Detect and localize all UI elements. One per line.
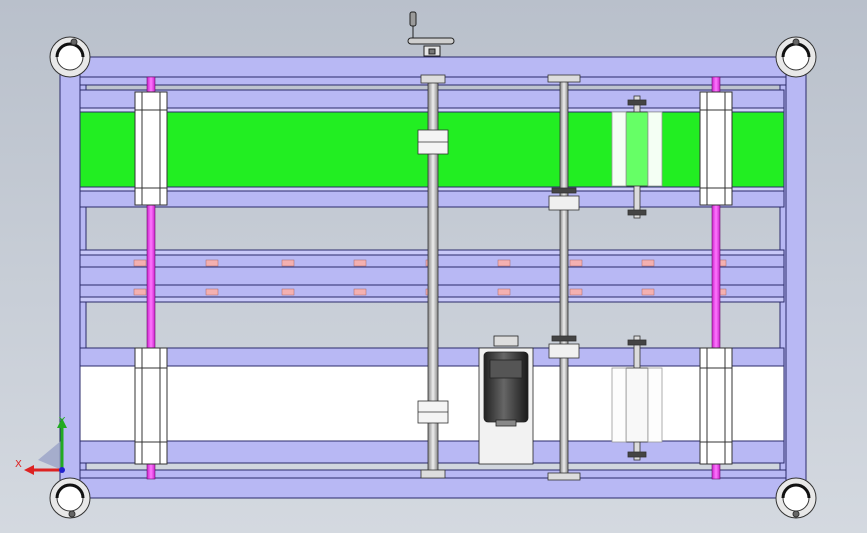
lead-screw bbox=[417, 74, 449, 479]
second-screw-nut-lower bbox=[548, 343, 580, 359]
right-post bbox=[785, 56, 807, 499]
roller-pin bbox=[133, 288, 147, 296]
caster-wheel-top-left bbox=[49, 36, 91, 78]
triad-z-plane bbox=[38, 440, 62, 470]
right-lower-block bbox=[699, 347, 733, 465]
roller-pin bbox=[353, 259, 367, 267]
guide-rods bbox=[146, 76, 721, 480]
roller-pin bbox=[205, 259, 219, 267]
roller-pin bbox=[497, 259, 511, 267]
roller-pin bbox=[353, 288, 367, 296]
triad-y-label: Y bbox=[58, 416, 66, 427]
caster-wheel-bottom-right bbox=[775, 477, 817, 519]
second-screw-shaft bbox=[559, 79, 569, 479]
roller-pin bbox=[205, 288, 219, 296]
roller-pin bbox=[641, 259, 655, 267]
white-roller bbox=[625, 367, 649, 443]
caster-wheel-top-right bbox=[775, 36, 817, 78]
roller-pin bbox=[569, 288, 583, 296]
motor-assembly bbox=[478, 335, 534, 465]
roller-pin bbox=[569, 259, 583, 267]
upper-roller-assembly bbox=[611, 95, 663, 219]
bearing-blocks bbox=[134, 91, 733, 465]
left-guide-rod bbox=[146, 76, 156, 480]
roller-pin bbox=[281, 288, 295, 296]
green-roller bbox=[625, 111, 649, 187]
right-guide-rod bbox=[711, 76, 721, 480]
right-upper-block bbox=[699, 91, 733, 206]
second-screw-nut-upper bbox=[548, 195, 580, 211]
handwheel-icon[interactable] bbox=[407, 11, 455, 57]
screw-bottom-flange bbox=[420, 469, 446, 479]
second-screw bbox=[547, 74, 581, 481]
lower-roller-assembly bbox=[611, 335, 663, 461]
bottom-rail bbox=[59, 477, 807, 499]
roller-pin bbox=[281, 259, 295, 267]
top-rail bbox=[59, 56, 807, 78]
triad-x-label: X bbox=[15, 459, 22, 470]
left-upper-block bbox=[134, 91, 168, 206]
screw-top-flange bbox=[420, 74, 446, 84]
coordinate-triad: Y X bbox=[15, 416, 67, 475]
roller-pin bbox=[641, 288, 655, 296]
roller-pin bbox=[497, 288, 511, 296]
left-lower-block bbox=[134, 347, 168, 465]
roller-pin bbox=[133, 259, 147, 267]
caster-wheel-bottom-left bbox=[49, 477, 91, 519]
